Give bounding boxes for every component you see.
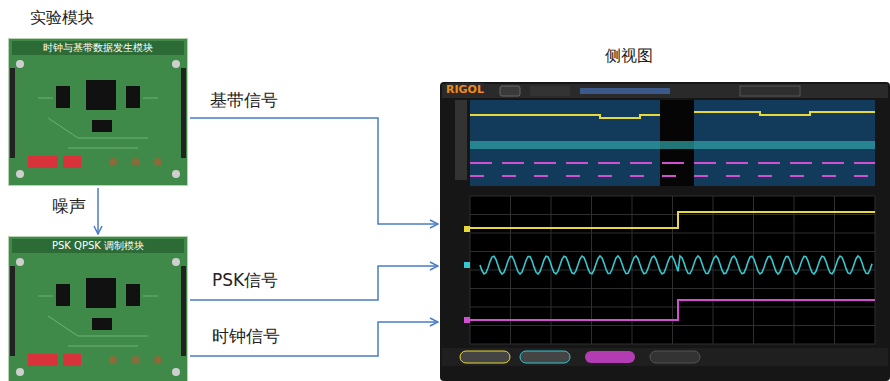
signal-label: 时钟信号 — [212, 326, 280, 347]
board-title: PSK QPSK 调制模块 — [12, 239, 184, 253]
circuit-board: PSK QPSK 调制模块 — [8, 236, 188, 381]
circuit-board-art — [8, 236, 188, 381]
signal-label: 噪声 — [52, 196, 86, 217]
brand-label: RIGOL — [446, 83, 484, 96]
board-title: 时钟与基带数据发生模块 — [12, 41, 184, 55]
signal-label: 基带信号 — [210, 90, 278, 111]
signal-connector — [190, 118, 438, 224]
section-heading: 实验模块 — [30, 8, 94, 29]
circuit-board-art — [8, 38, 188, 186]
signal-connector — [97, 188, 99, 234]
signal-label: PSK信号 — [212, 270, 278, 291]
view-heading: 侧视图 — [605, 46, 653, 67]
circuit-board: 时钟与基带数据发生模块 — [8, 38, 188, 186]
oscilloscope: 侧视图 RIGOL — [440, 42, 890, 381]
signal-connector — [190, 322, 438, 356]
signal-connector — [190, 266, 438, 300]
